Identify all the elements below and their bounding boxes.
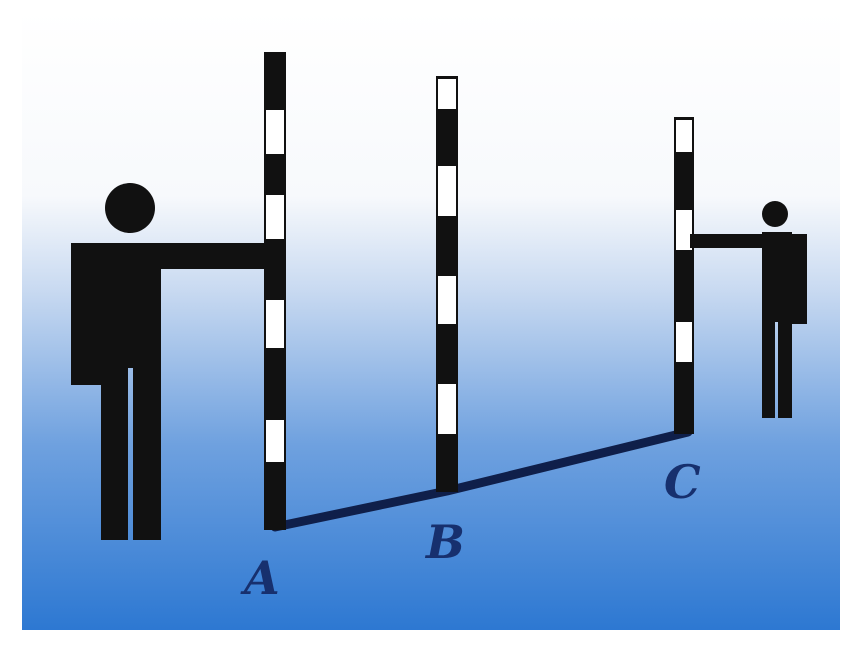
point-label-c: C — [664, 455, 701, 509]
pole-a — [264, 52, 286, 530]
point-label-b: B — [424, 515, 465, 569]
pole-c — [674, 117, 694, 434]
pole-b — [436, 76, 458, 492]
person-holding-pole-icon — [690, 201, 807, 418]
point-label-a: A — [240, 551, 280, 605]
person-holding-pole-icon — [71, 183, 270, 540]
